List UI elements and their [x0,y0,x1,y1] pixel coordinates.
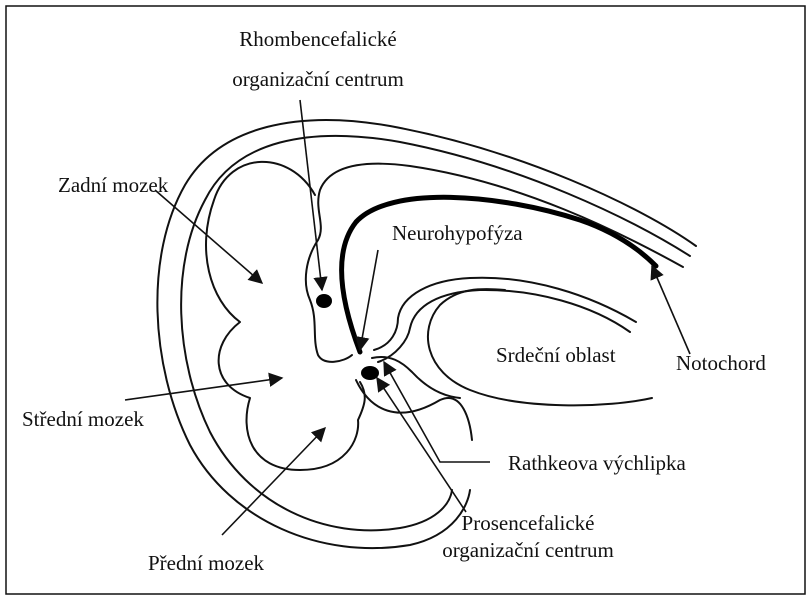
label-srdecni-oblast: Srdeční oblast [496,343,616,367]
label-prosencephalic-2: organizační centrum [442,538,614,562]
label-prosencephalic-1: Prosencefalické [462,511,595,535]
prosencephalic-organizer-dot [361,366,379,380]
label-stredni-mozek: Střední mozek [22,407,144,431]
rhombencephalic-organizer-dot [316,294,332,308]
label-neurohypofyza: Neurohypofýza [392,221,523,245]
label-rhombencephalic-1: Rhombencefalické [239,27,396,51]
label-rathkeova: Rathkeova výchlipka [508,451,687,475]
diagram-frame [6,6,805,594]
label-predni-mozek: Přední mozek [148,551,265,575]
label-notochord: Notochord [676,351,766,375]
label-rhombencephalic-2: organizační centrum [232,67,404,91]
label-zadni-mozek: Zadní mozek [58,173,169,197]
